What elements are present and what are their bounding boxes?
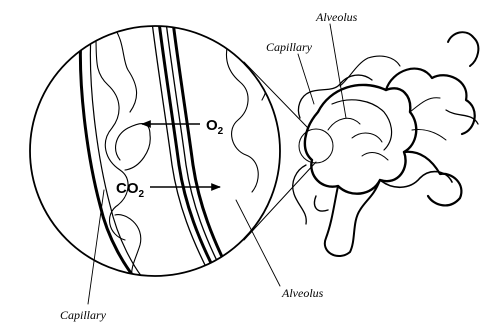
alveolus-cells (226, 30, 267, 192)
alveolus-cluster (293, 32, 479, 256)
capillary-label-top: Capillary (266, 40, 313, 54)
capillary-cells (95, 20, 150, 278)
carbon-dioxide-label: CO2 (116, 180, 145, 200)
alveolus-label-top: Alveolus (315, 10, 358, 24)
alveolus-label-bottom: Alveolus (281, 286, 324, 300)
magnified-view (30, 20, 280, 282)
capillary-label-bottom: Capillary (60, 308, 107, 322)
oxygen-label: O2 (206, 117, 224, 137)
magnifier-circle (30, 26, 280, 276)
capillary-wall-left (80, 20, 146, 282)
capillary-wall-right (152, 22, 231, 275)
